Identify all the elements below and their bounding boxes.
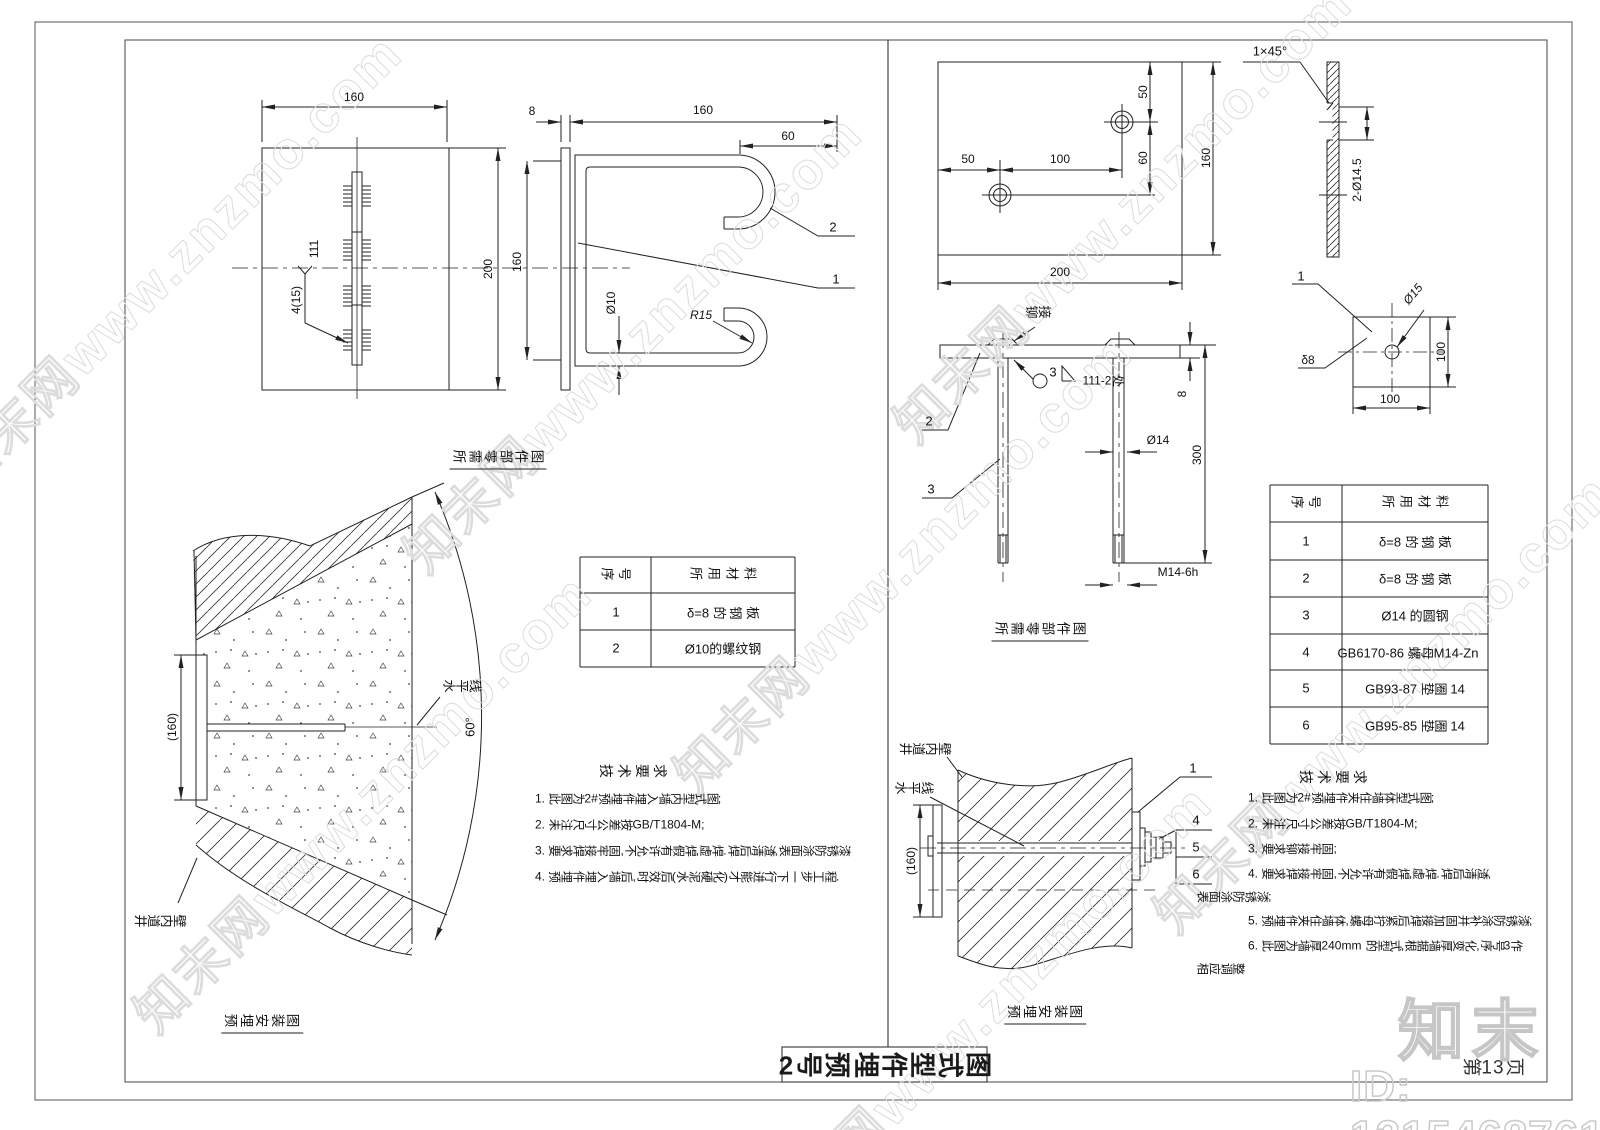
note-line: 6. 此图为墙厚240mm 的型式,根据墙厚变化,序号3作 <box>1248 938 1524 953</box>
table-header: 所用材料 <box>688 566 758 585</box>
rivet-label: 铆接 <box>1023 305 1052 319</box>
weld-number: 3 <box>1049 364 1057 380</box>
weld-note: 4(15) <box>289 285 303 315</box>
dim-label: 8 <box>1175 390 1189 398</box>
notes-title: 技术要求 <box>598 764 668 782</box>
table-cell: 5 <box>1302 680 1310 696</box>
dim-label: 160 <box>692 103 714 117</box>
shaft-wall-label: 井道内壁 <box>897 742 952 756</box>
dim-label: 160 <box>343 90 365 104</box>
part-tag: 4 <box>1192 812 1200 828</box>
part-tag: 2 <box>925 413 933 429</box>
weld-note: 111 <box>307 239 321 259</box>
table-header: 序号 <box>599 567 632 585</box>
table-cell: δ=8 的 钢 板 <box>1379 534 1452 550</box>
table-cell: GB6170-86 螺母M14-Zn <box>1337 645 1479 661</box>
table-cell: GB95-85 垫圈 14 <box>1365 718 1465 734</box>
dim-label: 200 <box>481 258 495 280</box>
table-cell: 3 <box>1302 607 1310 623</box>
table-cell: 2 <box>1302 570 1310 586</box>
note-line: 4. 预埋件埋入墙后,时效后(水泥硬化)才能进行下一步工程. <box>535 869 840 884</box>
table-cell: 1 <box>612 604 620 620</box>
note-line: 1. 此图为2#预埋件埋入墙内型式图; <box>535 791 722 806</box>
table-cell: δ=8 的 钢 板 <box>1379 571 1452 587</box>
dim-label: 60 <box>1136 151 1150 165</box>
chamfer-note: 1×45° <box>1252 43 1288 59</box>
note-line: 3. 要求焊接牢固,不允许有假焊,虚焊.焊后清渣,表面涂防锈漆 <box>535 843 852 858</box>
table-header: 序号 <box>1289 495 1322 513</box>
dim-label: 100 <box>1049 152 1071 166</box>
note-line: 3. 要求铆接牢固; <box>1248 841 1337 856</box>
table-header: 所用材料 <box>1380 494 1450 513</box>
page-number: 第13页 <box>1460 1057 1525 1079</box>
table-cell: 2 <box>612 640 620 656</box>
part-tag: 6 <box>1192 866 1200 882</box>
view-caption: 所需零部件图 <box>991 619 1089 642</box>
note-line: 1. 此图为2#预埋件夹住墙体型式图; <box>1248 790 1435 805</box>
part-tag: 2 <box>829 219 837 235</box>
dim-label: 60 <box>781 129 795 143</box>
dim-label: 300 <box>1190 444 1204 466</box>
dim-label: 100 <box>1379 392 1401 406</box>
weld-note: 111-2处 <box>1082 373 1125 388</box>
dim-label: Ø14 <box>1146 433 1170 447</box>
table-cell: 1 <box>1302 533 1310 549</box>
dim-label: 160 <box>1199 147 1213 169</box>
dim-label: 160 <box>510 251 524 273</box>
table-cell: GB93-87 垫圈 14 <box>1365 681 1465 697</box>
table-cell: Ø10的螺纹钢 <box>684 641 762 657</box>
note-line: 相应调整 <box>1195 962 1246 975</box>
sheet-title: 2号预埋件型式图 <box>778 1050 993 1081</box>
table-cell: 4 <box>1302 644 1310 660</box>
level-line-label: 水平线 <box>441 679 483 693</box>
table-cell: δ=8 的 钢 板 <box>687 605 760 621</box>
table-cell: Ø14 的圆钢 <box>1381 608 1449 624</box>
dim-label: 50 <box>1136 85 1150 99</box>
note-line: 4. 要求焊接牢固,不允许有假焊,虚焊.焊后清渣, <box>1248 866 1491 881</box>
dim-label: 8 <box>528 104 536 118</box>
dim-label: (160) <box>904 846 918 876</box>
angle-label: 60° <box>462 717 478 737</box>
dim-label: (160) <box>165 712 179 742</box>
dim-label: 100 <box>1434 341 1448 363</box>
dim-label: 200 <box>1049 265 1071 279</box>
dim-label: 50 <box>961 152 975 166</box>
level-line-label: 水平线 <box>893 781 935 795</box>
watermark-logo: 知末 <box>1397 993 1546 1069</box>
view-caption: 预埋安装图 <box>221 1011 303 1034</box>
table-cell: 6 <box>1302 717 1310 733</box>
part-tag: 5 <box>1192 839 1200 855</box>
dim-label: Ø10 <box>604 291 618 315</box>
watermark-id: ID: 1215468761 <box>1349 1061 1600 1130</box>
part-tag: 3 <box>927 481 935 497</box>
part-tag: 1 <box>1189 760 1197 776</box>
dim-label: 2-Ø14.5 <box>1350 158 1364 202</box>
view-caption: 所需零部件图 <box>449 447 547 470</box>
shaft-wall-label: 井道内壁 <box>132 914 187 928</box>
note-line: 5. 预埋件夹住墙体,螺母拧紧后焊接加固并补涂防锈漆; <box>1248 913 1533 928</box>
note-line: 表面涂防锈漆; <box>1195 889 1272 904</box>
thickness-label: δ8 <box>1301 353 1315 367</box>
thread-label: M14-6h <box>1157 565 1199 579</box>
part-tag: 1 <box>1297 268 1305 284</box>
note-line: 2. 未注尺寸公差按GB/T1804-M; <box>535 817 705 832</box>
note-line: 2. 未注尺寸公差按GB/T1804-M; <box>1248 816 1418 831</box>
part-tag: 1 <box>832 271 840 287</box>
radius-label: R15 <box>689 308 713 322</box>
notes-title: 技术要求 <box>1298 770 1368 788</box>
view-caption: 预埋安装图 <box>1004 1002 1086 1025</box>
